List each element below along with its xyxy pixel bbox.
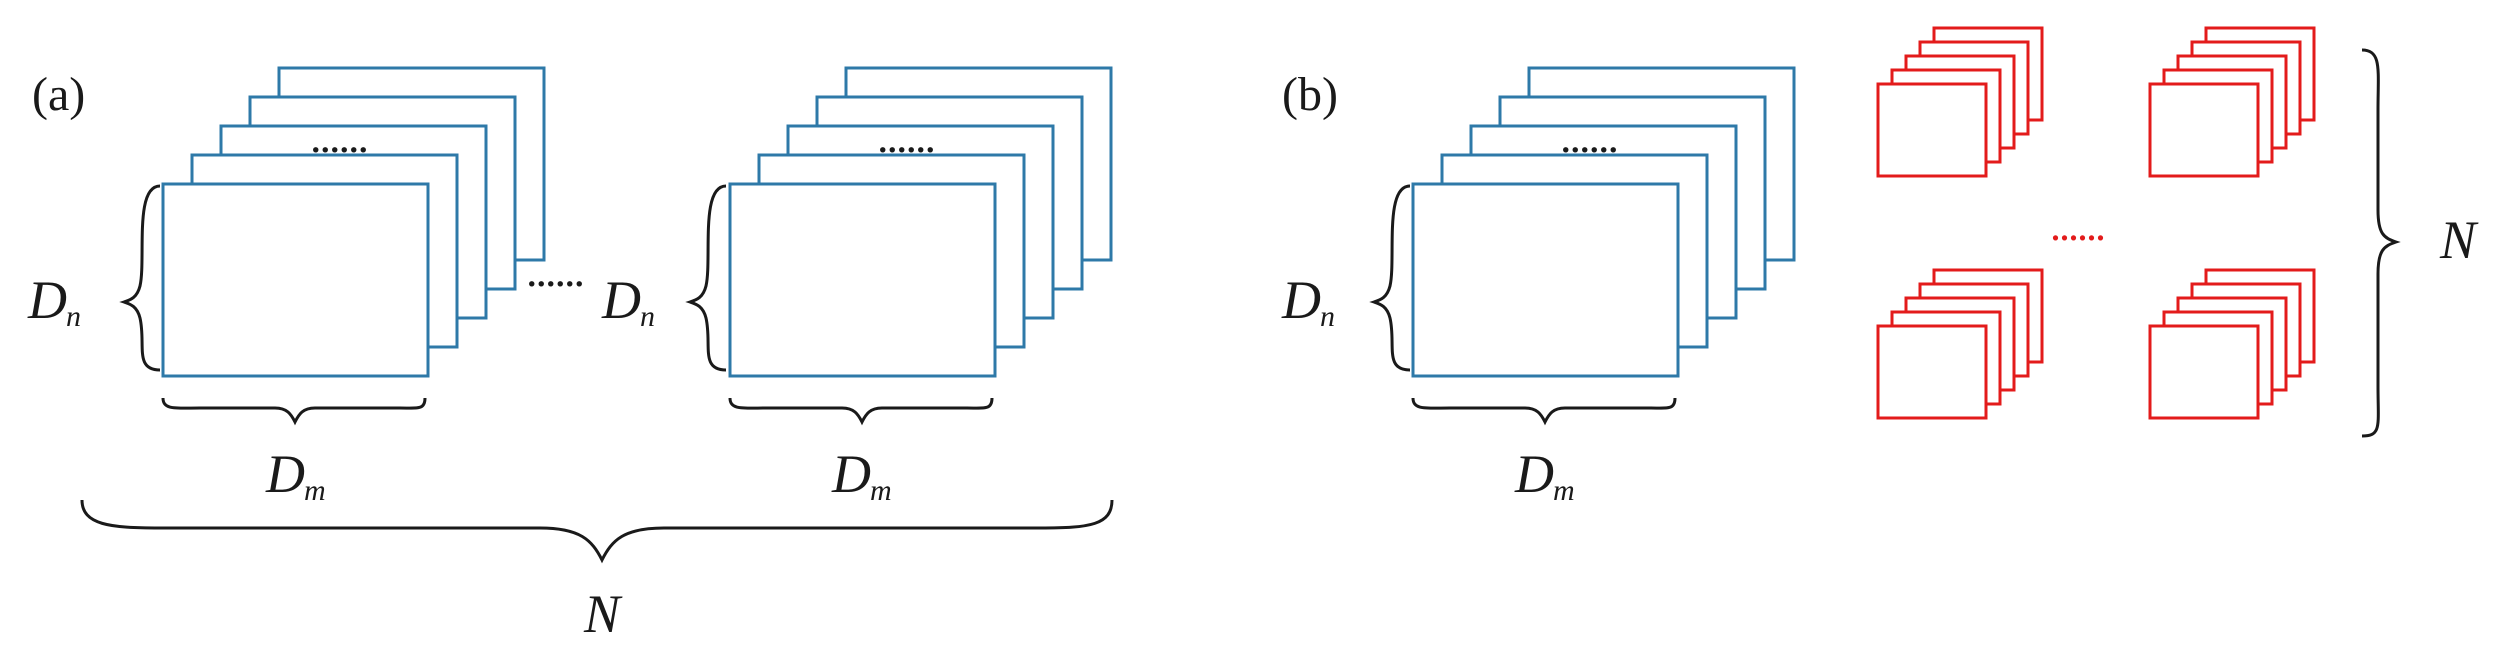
left-brace xyxy=(685,184,727,372)
dn-label: D xyxy=(601,270,641,330)
stack-dots: ...... xyxy=(1560,111,1617,162)
panel-b-stack: ...... xyxy=(1411,66,1796,378)
dn-label: D xyxy=(1281,270,1321,330)
left-brace xyxy=(119,184,161,372)
panel-a-label: (a) xyxy=(32,68,85,121)
red-frame xyxy=(2148,82,2260,178)
blue-frame-stack xyxy=(161,66,546,378)
red-frame xyxy=(1876,82,1988,178)
total-n-label: N xyxy=(2439,210,2479,270)
panel-a-stack-1: ...... xyxy=(161,66,546,378)
red-frame-stack-top-right xyxy=(2148,26,2316,178)
blue-frame-stack xyxy=(1411,66,1796,378)
blue-frame xyxy=(728,182,997,378)
panel-b-label: (b) xyxy=(1282,68,1338,121)
left-brace xyxy=(1369,184,1411,372)
dn-subscript: n xyxy=(66,300,81,333)
panel-a-stack-2: ...... xyxy=(728,66,1113,378)
red-frame-stack-bottom-right xyxy=(2148,268,2316,420)
dn-subscript: n xyxy=(1320,300,1335,333)
stack-dots: ...... xyxy=(310,111,367,162)
dm-label: D xyxy=(265,444,305,504)
bottom-brace xyxy=(1411,397,1677,426)
dm-subscript: m xyxy=(870,474,892,507)
blue-frame xyxy=(161,182,430,378)
red-frame xyxy=(2148,324,2260,420)
dn-label: D xyxy=(27,270,67,330)
total-n-label: N xyxy=(583,584,623,644)
bottom-brace xyxy=(161,397,427,426)
dm-label: D xyxy=(1514,444,1554,504)
total-brace-right xyxy=(2361,48,2401,438)
between-stacks-dots: ...... xyxy=(526,245,583,296)
red-frame-stack-top-left xyxy=(1876,26,2044,178)
dm-label: D xyxy=(831,444,871,504)
red-stacks-dots: ...... xyxy=(2050,201,2104,250)
dm-subscript: m xyxy=(1553,474,1575,507)
blue-frame-stack xyxy=(728,66,1113,378)
bottom-brace xyxy=(728,397,994,426)
total-brace xyxy=(80,499,1114,564)
stack-dots: ...... xyxy=(877,111,934,162)
dm-subscript: m xyxy=(304,474,326,507)
dn-subscript: n xyxy=(640,300,655,333)
blue-frame xyxy=(1411,182,1680,378)
red-frame-stack-bottom-left xyxy=(1876,268,2044,420)
red-frame xyxy=(1876,324,1988,420)
